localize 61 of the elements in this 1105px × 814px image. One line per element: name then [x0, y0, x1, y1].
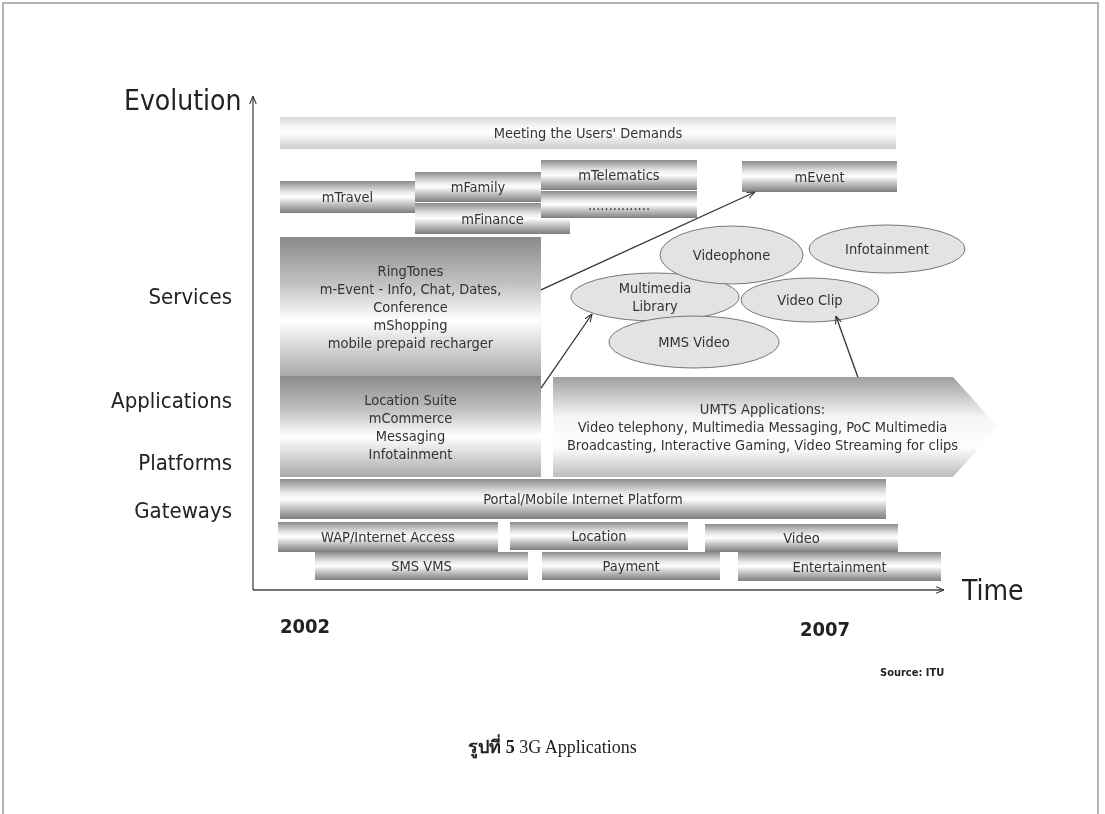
layer-label: Platforms: [138, 450, 232, 475]
bar-label: mTelematics: [578, 166, 660, 184]
service-block: [280, 237, 541, 376]
year-label: 2007: [800, 617, 851, 641]
bar-label: ...............: [587, 195, 651, 214]
axis-title: Time: [962, 574, 1024, 607]
chevron-text: Video telephony, Multimedia Messaging, PoC Multimedia Broadcasting, Interactive Gaming, Video Streaming for clips: [565, 418, 960, 454]
bar: [541, 160, 697, 190]
bar: [742, 161, 897, 192]
block-text: Infotainment: [368, 444, 453, 463]
banner-label: Meeting the Users' Demands: [493, 124, 683, 142]
bar: [541, 191, 697, 218]
bar-label: WAP/Internet Access: [321, 528, 455, 546]
bar: [415, 203, 570, 234]
ellipse-label: Infotainment: [845, 240, 929, 258]
figure-caption: รูปที่ 5 3G Applications: [0, 732, 1105, 761]
bar: [278, 522, 498, 552]
bar-label: mFinance: [461, 209, 524, 228]
service-ellipse: [608, 315, 780, 369]
arrow: [540, 313, 593, 389]
service-block: [280, 376, 541, 477]
bar-label: Video: [783, 529, 820, 547]
ellipse-label: Multimedia Library: [617, 279, 693, 315]
bar: [280, 181, 415, 213]
bar: [280, 479, 886, 519]
arrow: [540, 191, 756, 291]
ellipse-label: Video Clip: [777, 291, 843, 309]
bar-label: mEvent: [794, 167, 845, 186]
layer-label: Gateways: [134, 498, 232, 523]
bar: [315, 552, 528, 580]
block-text: RingTones: [377, 261, 444, 280]
source-note: Source: ITU: [880, 666, 945, 679]
layer-label: Applications: [111, 388, 232, 413]
service-ellipse: [808, 224, 966, 274]
block-text: mShopping: [373, 315, 448, 334]
block-text: mCommerce: [368, 408, 453, 427]
chevron-text: UMTS Applications:: [699, 400, 826, 418]
ellipse-label: MMS Video: [658, 333, 730, 351]
bar-label: mTravel: [321, 188, 374, 206]
bar-label: Entertainment: [792, 557, 887, 576]
banner-bar: [280, 117, 896, 149]
year-label: 2002: [280, 614, 331, 638]
bar-label: SMS VMS: [391, 557, 452, 575]
bar: [738, 552, 941, 581]
bar-label: Payment: [602, 557, 660, 575]
block-text: mobile prepaid recharger: [327, 333, 494, 352]
bar: [705, 524, 898, 552]
arrow: [835, 315, 859, 378]
layer-label: Services: [148, 284, 232, 309]
bar: [542, 552, 720, 580]
chevron-arrow-shape: [553, 377, 998, 477]
bar: [510, 522, 688, 550]
bar-label: mFamily: [450, 178, 506, 196]
bar-label: Portal/Mobile Internet Platform: [483, 490, 683, 508]
bar: [415, 172, 541, 202]
service-ellipse: [740, 277, 880, 323]
ellipse-label: Videophone: [692, 246, 771, 264]
block-text: Location Suite: [364, 390, 457, 409]
axis-title: Evolution: [124, 84, 242, 117]
block-text: Messaging: [375, 426, 446, 445]
bar-label: Location: [571, 527, 627, 545]
